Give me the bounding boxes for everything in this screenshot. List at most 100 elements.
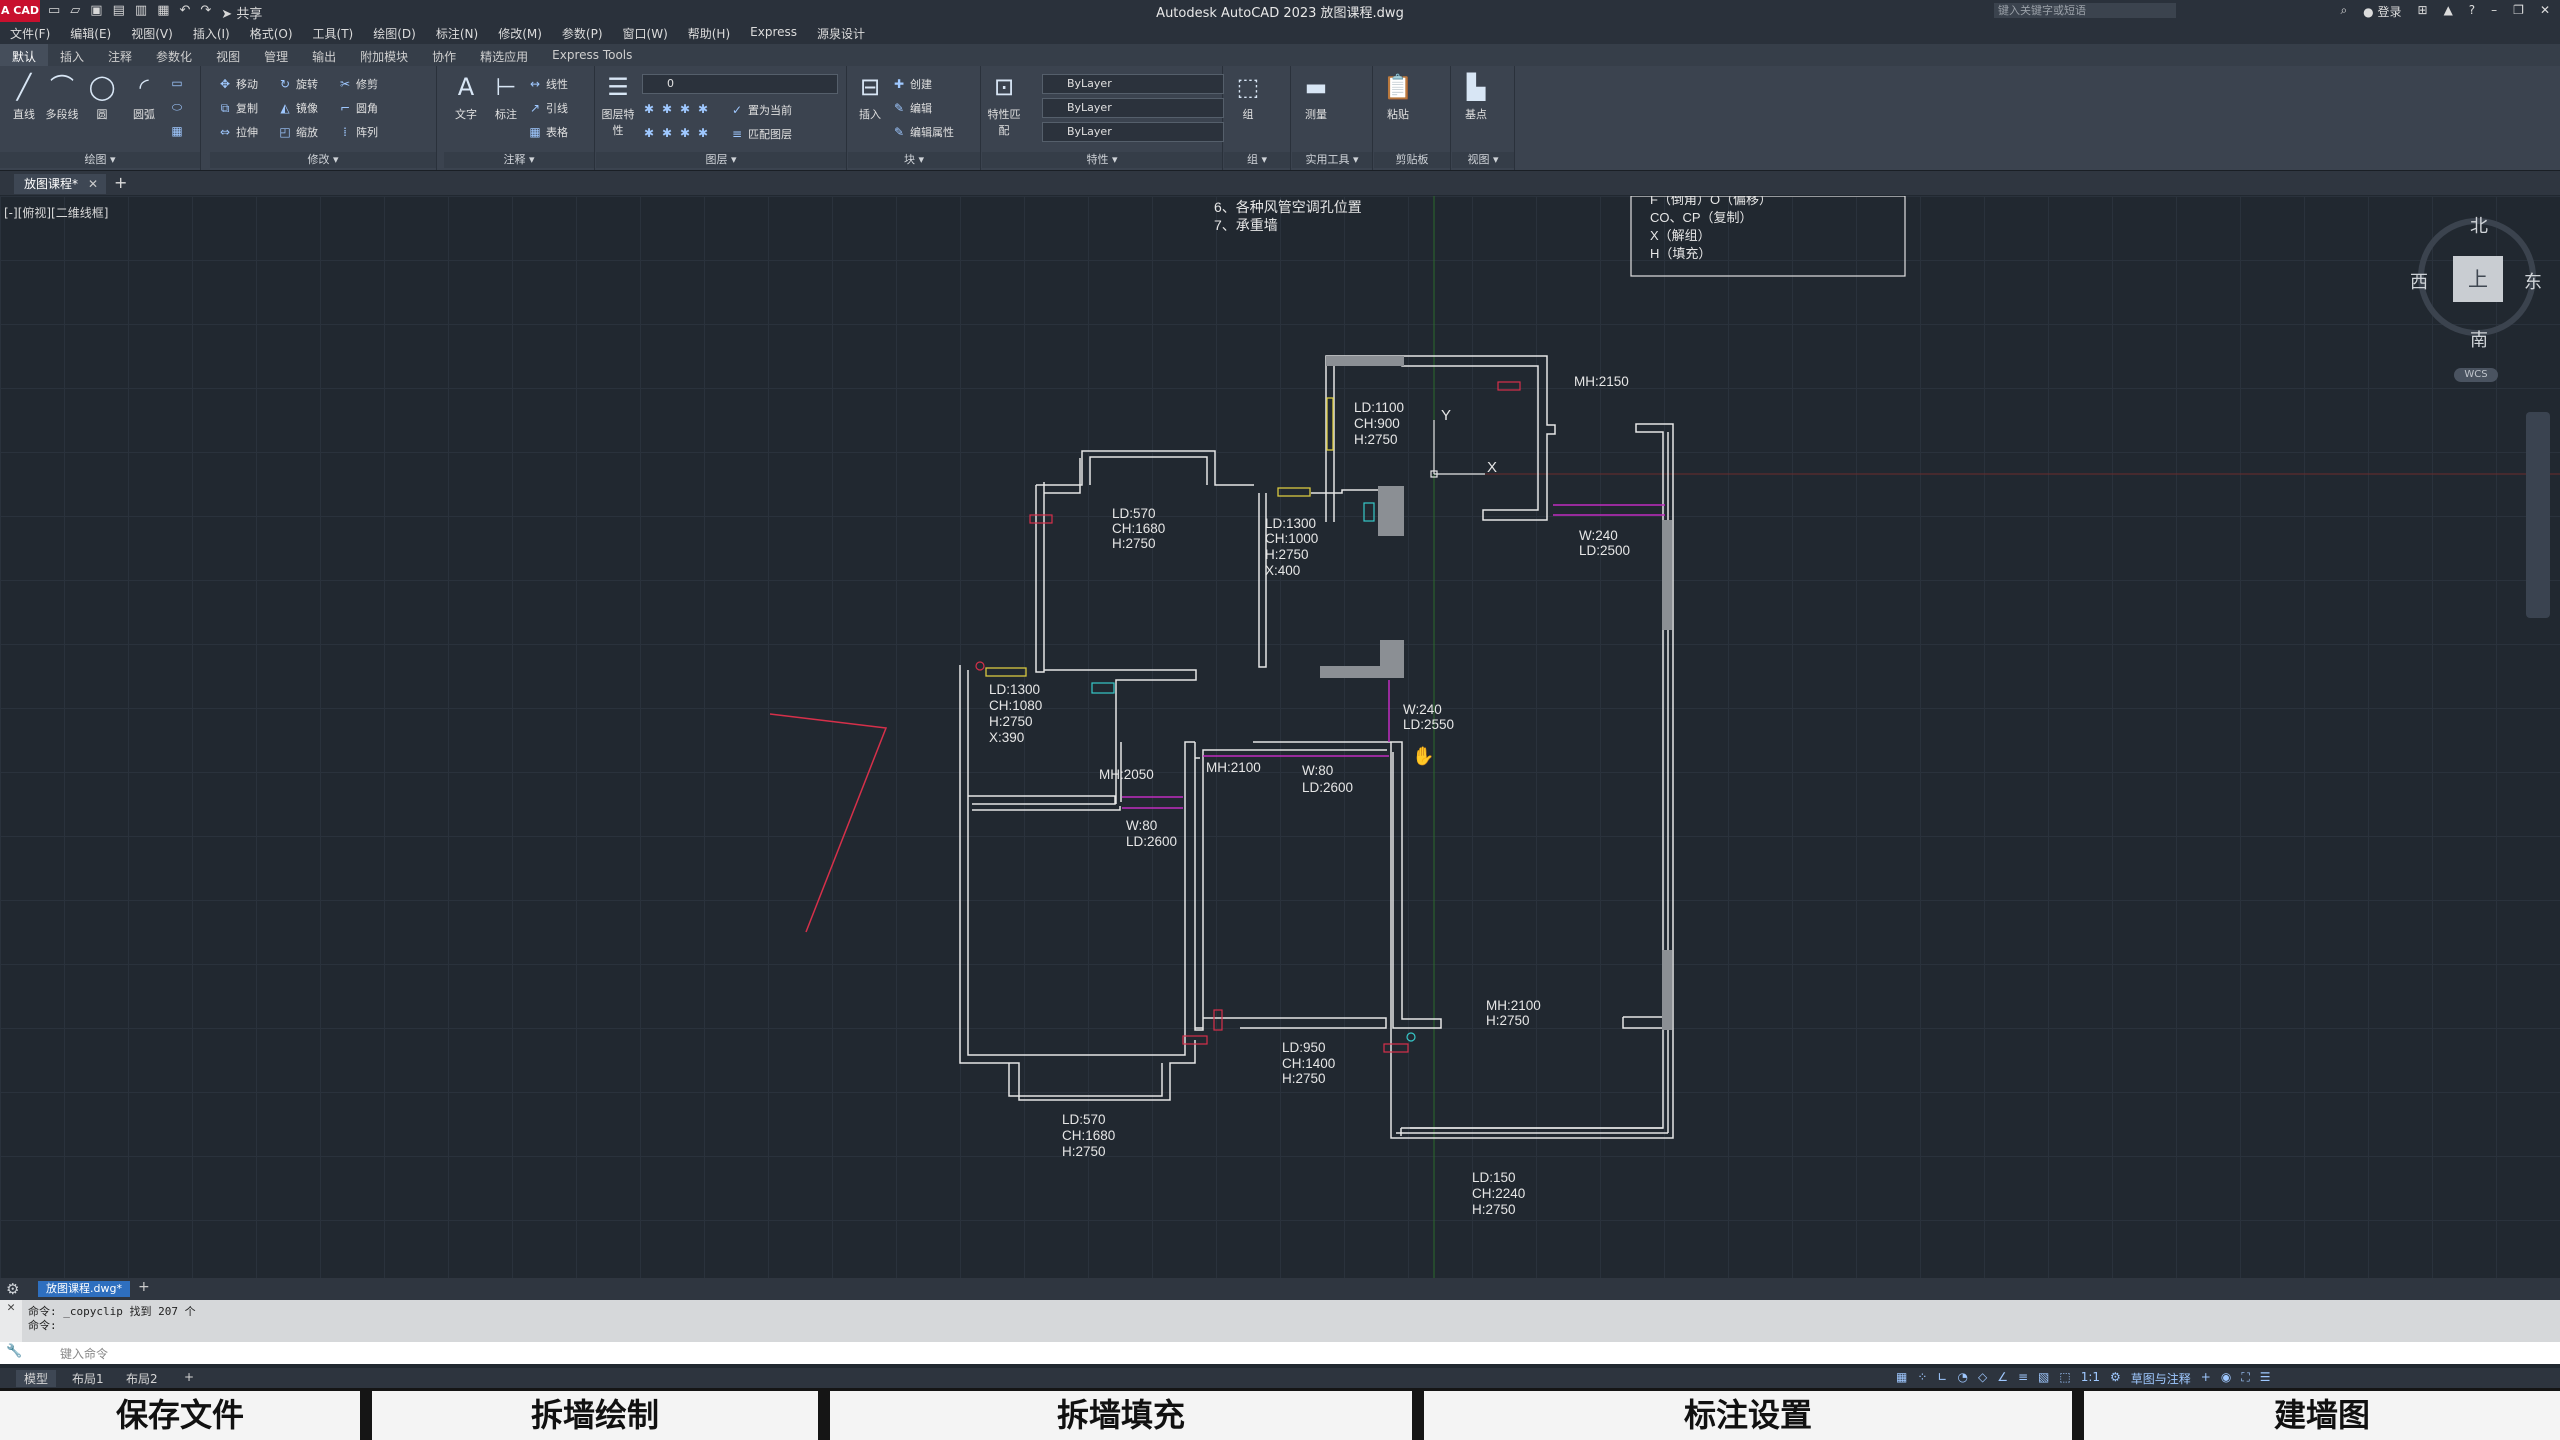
- workspace-gear-icon[interactable]: ⚙: [2110, 1370, 2121, 1384]
- ribbon-tab[interactable]: 视图: [216, 50, 241, 64]
- layer-tools-row2[interactable]: ✱✱✱✱: [642, 126, 710, 140]
- panel-block-title[interactable]: 块 ▾: [848, 152, 980, 168]
- menu-item[interactable]: 参数(P): [561, 27, 603, 41]
- layer-tools-row1[interactable]: ✱✱✱✱: [642, 102, 710, 116]
- new-icon[interactable]: ▭: [48, 3, 61, 18]
- move-tool[interactable]: ✥移动: [218, 76, 258, 92]
- ribbon-tab[interactable]: 输出: [312, 50, 337, 64]
- create-block-tool[interactable]: ✚创建: [892, 76, 932, 92]
- redo-icon[interactable]: ↷: [200, 3, 212, 18]
- ribbon-tab[interactable]: 附加模块: [360, 50, 409, 64]
- menu-item[interactable]: 绘图(D): [373, 27, 416, 41]
- fullscreen-icon[interactable]: ⛶: [2241, 1370, 2250, 1384]
- panel-properties-title[interactable]: 特性 ▾: [982, 152, 1222, 168]
- menu-item[interactable]: 窗口(W): [622, 27, 668, 41]
- compass-east[interactable]: 东: [2524, 272, 2542, 293]
- help-icon[interactable]: ?: [2468, 3, 2476, 17]
- panel-utilities-title[interactable]: 实用工具 ▾: [1292, 152, 1372, 168]
- line-tool[interactable]: ╱直线: [4, 72, 44, 122]
- navigation-bar[interactable]: [2526, 412, 2550, 618]
- new-tab-button[interactable]: +: [114, 173, 128, 192]
- color-dropdown[interactable]: ByLayer: [1042, 74, 1224, 94]
- plus-icon[interactable]: +: [2200, 1370, 2211, 1384]
- measure-tool[interactable]: ▬测量: [1296, 72, 1336, 122]
- panel-modify-title[interactable]: 修改 ▾: [210, 152, 436, 168]
- model-tab[interactable]: 模型: [16, 1370, 57, 1387]
- base-tool[interactable]: ▙基点: [1456, 72, 1496, 122]
- linear-tool[interactable]: ↔线性: [528, 76, 568, 92]
- restore-icon[interactable]: ❐: [2513, 3, 2524, 17]
- document-tab[interactable]: 放图课程.dwg*: [38, 1281, 130, 1297]
- match-layer-tool[interactable]: ≡匹配图层: [730, 126, 792, 142]
- workspace-label[interactable]: 草图与注释: [2130, 1372, 2191, 1386]
- menu-item[interactable]: 帮助(H): [687, 27, 731, 41]
- close-icon[interactable]: ✕: [2539, 3, 2550, 17]
- undo-icon[interactable]: ↶: [179, 3, 191, 18]
- annotation-scale[interactable]: 1:1: [2080, 1370, 2101, 1384]
- plot-icon[interactable]: ▥: [134, 3, 148, 18]
- group-tool[interactable]: ⬚组: [1228, 72, 1268, 122]
- menu-item[interactable]: 文件(F): [10, 27, 51, 41]
- layer-dropdown[interactable]: 0: [642, 74, 838, 94]
- dimension-tool[interactable]: ⊢标注: [486, 72, 526, 122]
- polyline-tool[interactable]: ⌒多段线: [42, 72, 82, 122]
- edit-attribute-tool[interactable]: ✎编辑属性: [892, 124, 954, 140]
- autodesk-icon[interactable]: ▲: [2443, 3, 2453, 17]
- save-icon[interactable]: ▣: [90, 3, 103, 18]
- menu-item[interactable]: 格式(O): [249, 27, 293, 41]
- panel-groups-title[interactable]: 组 ▾: [1224, 152, 1290, 168]
- ribbon-tab[interactable]: 参数化: [156, 50, 193, 64]
- circle-tool[interactable]: ◯圆: [82, 72, 122, 122]
- wrench-icon[interactable]: 🔧: [6, 1344, 23, 1359]
- open-icon[interactable]: ▱: [70, 3, 81, 18]
- ribbon-tab[interactable]: 精选应用: [480, 50, 529, 64]
- panel-draw-title[interactable]: 绘图 ▾: [0, 152, 200, 168]
- wcs-menu[interactable]: WCS: [2454, 368, 2498, 382]
- saveas-icon[interactable]: ▤: [112, 3, 125, 18]
- add-document-icon[interactable]: +: [138, 1279, 150, 1295]
- customize-icon[interactable]: ☰: [2259, 1370, 2271, 1384]
- panel-layers-title[interactable]: 图层 ▾: [596, 152, 846, 168]
- rotate-tool[interactable]: ↻旋转: [278, 76, 318, 92]
- ortho-icon[interactable]: ∟: [1937, 1370, 1948, 1384]
- snap-icon[interactable]: ⁘: [1917, 1370, 1928, 1384]
- menu-item[interactable]: 编辑(E): [70, 27, 112, 41]
- viewcube-compass-ring[interactable]: [2418, 218, 2536, 336]
- search-icon[interactable]: ⌕: [2340, 3, 2348, 17]
- command-input[interactable]: 🔧 键入命令: [0, 1342, 2560, 1364]
- set-current-tool[interactable]: ✓置为当前: [730, 102, 792, 118]
- layout2-tab[interactable]: 布局2: [126, 1372, 158, 1386]
- scale-tool[interactable]: ◰缩放: [278, 124, 318, 140]
- osnap-icon[interactable]: ◇: [1977, 1370, 1988, 1384]
- compass-west[interactable]: 西: [2410, 272, 2428, 293]
- stretch-tool[interactable]: ⇔拉伸: [218, 124, 258, 140]
- leader-tool[interactable]: ↗引线: [528, 100, 568, 116]
- login-button[interactable]: ● 登录: [2363, 3, 2401, 20]
- menu-item[interactable]: 修改(M): [498, 27, 542, 41]
- menu-item[interactable]: 工具(T): [312, 27, 354, 41]
- minimize-icon[interactable]: –: [2491, 3, 2498, 17]
- grid-icon[interactable]: ▦: [1896, 1370, 1908, 1384]
- layer-properties-tool[interactable]: ☰图层特性: [598, 72, 638, 138]
- isolate-icon[interactable]: ◉: [2220, 1370, 2232, 1384]
- lineweight-icon[interactable]: ≡: [2017, 1370, 2029, 1384]
- ellipse-tool[interactable]: ⬭: [170, 100, 184, 114]
- match-properties-tool[interactable]: ⊡特性匹配: [984, 72, 1024, 138]
- close-command-icon[interactable]: ✕: [0, 1300, 22, 1342]
- app-logo[interactable]: A CAD: [0, 0, 40, 22]
- hatch-tool[interactable]: ▦: [170, 124, 184, 138]
- edit-block-tool[interactable]: ✎编辑: [892, 100, 932, 116]
- viewcube-top-face[interactable]: 上: [2453, 256, 2503, 302]
- arc-tool[interactable]: ◜圆弧: [124, 72, 164, 122]
- menu-item[interactable]: 视图(V): [131, 27, 173, 41]
- trim-tool[interactable]: ✂修剪: [338, 76, 378, 92]
- print-icon[interactable]: ▦: [157, 3, 170, 18]
- layout1-tab[interactable]: 布局1: [72, 1372, 104, 1386]
- cart-icon[interactable]: ⊞: [2417, 3, 2428, 17]
- menu-item[interactable]: Express: [750, 25, 797, 39]
- ribbon-tab[interactable]: 插入: [60, 50, 85, 64]
- linetype-dropdown[interactable]: ByLayer: [1042, 98, 1224, 118]
- insert-tool[interactable]: ⊟插入: [850, 72, 890, 122]
- search-input[interactable]: 键入关键字或短语: [1994, 3, 2176, 18]
- menu-item[interactable]: 标注(N): [435, 27, 479, 41]
